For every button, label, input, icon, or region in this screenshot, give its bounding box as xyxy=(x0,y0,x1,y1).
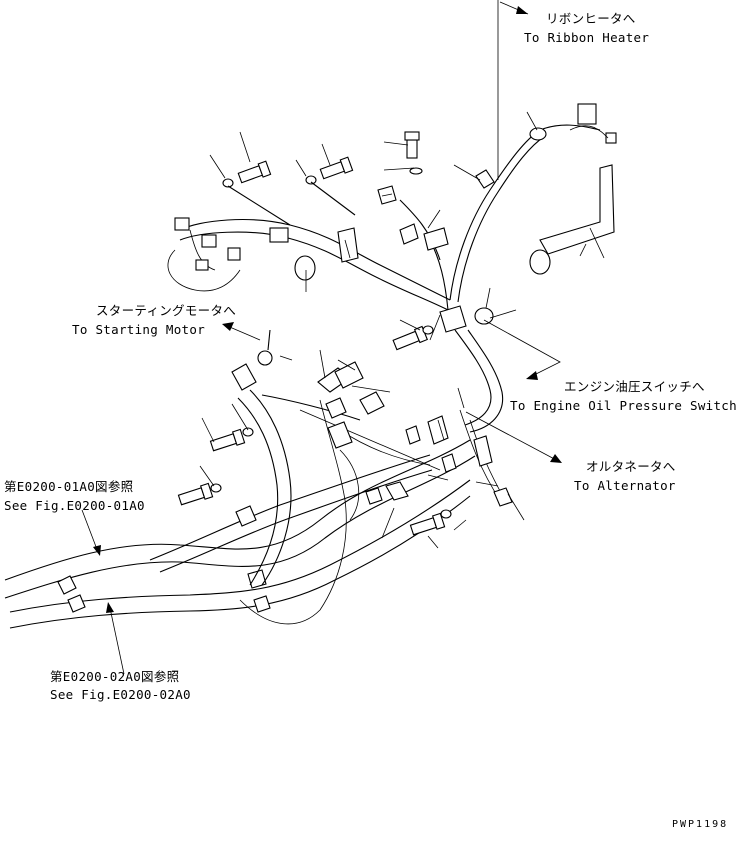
mid-brackets xyxy=(317,361,513,507)
bolts-upper xyxy=(222,131,423,226)
ribbon-heater-harness xyxy=(449,103,617,303)
central-junction xyxy=(377,185,504,467)
fig-ref-02a0-label-jp: 第E0200-02A0図参照 xyxy=(50,669,180,684)
bolts-lower xyxy=(177,427,452,536)
starter-harness xyxy=(231,329,361,586)
fig-ref-02a0-label-en: See Fig.E0200-02A0 xyxy=(50,687,191,702)
leader-lines xyxy=(199,111,605,549)
upper-left-harness xyxy=(167,217,451,311)
alternator-label-en: To Alternator xyxy=(574,478,676,493)
thin-wires xyxy=(239,399,506,625)
alternator-label-jp: オルタネータへ xyxy=(586,459,676,474)
main-harness xyxy=(4,415,476,629)
oil-pressure-switch-label-en: To Engine Oil Pressure Switch xyxy=(510,398,737,413)
fig-ref-01a0-label-jp: 第E0200-01A0図参照 xyxy=(4,479,134,494)
fig-ref-01a0-label-en: See Fig.E0200-01A0 xyxy=(4,498,145,513)
oil-pressure-switch-label-jp: エンジン油圧スイッチへ xyxy=(564,379,705,394)
ribbon-heater-label-en: To Ribbon Heater xyxy=(524,30,650,45)
starting-motor-label-jp: スターティングモータへ xyxy=(96,303,237,318)
ribbon-heater-label-jp: リボンヒータへ xyxy=(546,11,636,26)
drawing-code: PWP1198 xyxy=(672,819,729,830)
destination-arrows xyxy=(81,0,562,675)
starting-motor-label-en: To Starting Motor xyxy=(72,322,206,337)
